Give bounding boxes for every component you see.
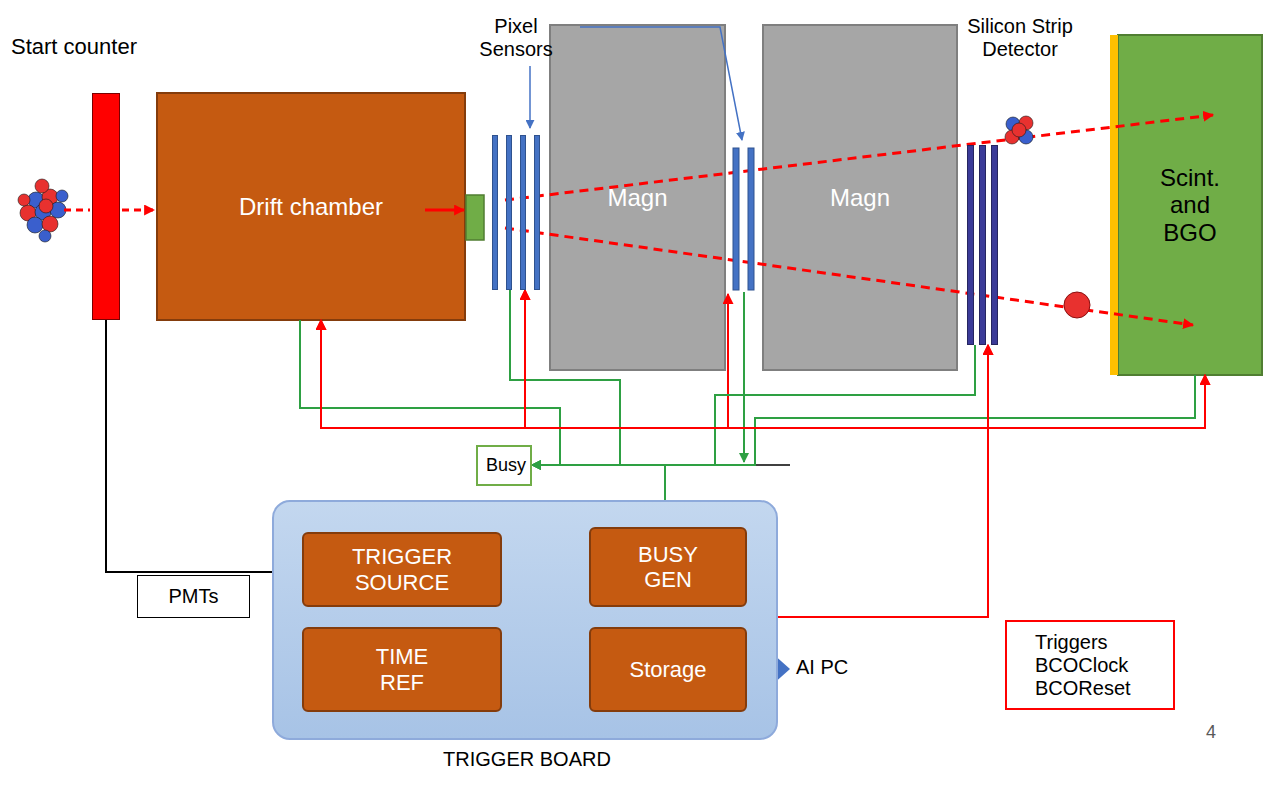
trigger-source: TRIGGER SOURCE [302,532,502,607]
sensor-layer [534,135,540,290]
busy-box: Busy [476,445,532,486]
busy-generator: BUSY GEN [589,527,747,607]
node-label: TIME REF [367,644,437,695]
node-heading: TRIGGER BOARD [274,748,780,771]
beam-path [425,209,464,212]
sensor-layer [979,145,986,345]
fragment-nucleus [1005,116,1033,144]
pixel-layer [733,148,739,290]
pixel-sensors: Pixel Sensors [490,135,542,290]
signal-connector [532,345,975,465]
sensor-layer [520,135,526,290]
output-label: AI PC [796,656,848,679]
node-label: PMTs [169,585,219,608]
sensor-layer [506,135,512,290]
node-label: Storage [629,657,706,682]
scintillator-strip [1110,35,1118,375]
connectors [106,290,1205,650]
illustration [18,27,1213,685]
target [466,195,484,240]
magnet-shape [763,25,957,370]
signal-connector [532,375,1195,465]
leader-line [580,27,742,140]
pixel-layer [748,148,754,290]
start-counter: Start counter [92,93,120,320]
node-label: BUSY GEN [628,542,708,593]
node-label: Scint. and BGO [1150,164,1230,247]
node-label: TRIGGER SOURCE [337,544,467,595]
trigger-wire [727,294,729,428]
sensor-layer [492,135,498,290]
node-heading: Start counter [11,34,211,59]
magnet: Magn [550,25,725,370]
trigger-signals-box: Triggers BCOClock BCOReset [1005,620,1175,710]
node-label: Magn [607,184,667,212]
node-label: Triggers BCOClock BCOReset [1035,631,1145,700]
beam-path [122,209,154,212]
magnet: Magn [763,25,957,370]
leader-line [529,66,531,128]
pmt-box: PMTs [137,575,250,618]
busy-wire [743,292,745,462]
beam-path [64,209,90,212]
drift-chamber-shape [157,93,465,320]
magnet-shape [550,25,725,370]
scintillator-bgo: Scint. and BGO [1118,35,1262,375]
drift-chamber: Drift chamber [157,93,465,320]
node-heading: Pixel Sensors [470,15,562,61]
node-label: Drift chamber [239,193,383,221]
sensor-layer [991,145,998,345]
fragment-track [505,228,1193,325]
signal-connector [321,320,988,617]
signal-connector [510,290,620,465]
node-label: Magn [830,184,890,212]
signal-connector [502,375,1205,617]
sensor-layer [967,145,974,345]
trigger-board: TRIGGER BOARDTRIGGER SOURCEBUSY GENTIME … [272,500,778,740]
incoming-nucleus [18,179,68,242]
time-reference: TIME REF [302,627,502,712]
node-label: Busy [486,455,522,476]
page-number: 4 [1206,722,1216,743]
node-heading: Silicon Strip Detector [950,15,1090,61]
silicon-strip-detector: Silicon Strip Detector [965,145,1000,345]
shape-fills [157,25,1262,375]
signal-connector [300,320,560,465]
storage: Storage [589,627,747,712]
fragment-proton [1064,292,1090,318]
